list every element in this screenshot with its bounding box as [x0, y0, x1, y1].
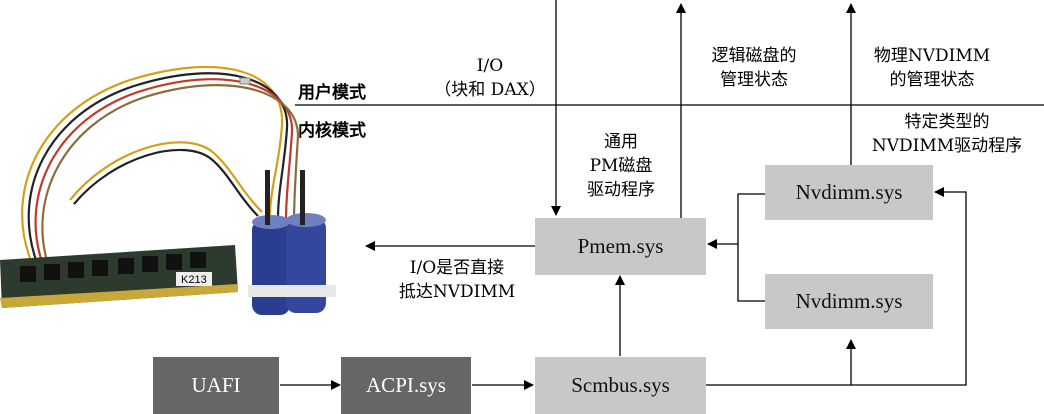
scmbus-sys-box: Scmbus.sys — [535, 357, 706, 414]
logical-disk-mgmt-label: 逻辑磁盘的管理状态 — [711, 46, 797, 90]
acpi-sys-box: ACPI.sys — [341, 357, 471, 414]
pmem-sys-box: Pmem.sys — [535, 218, 706, 275]
arrow-scmbus-to-nvdimm-top — [851, 187, 967, 386]
user-mode-label: 用户模式 — [298, 83, 366, 103]
nvdimm-hardware-illustration: K213 — [0, 65, 336, 315]
io-block-dax-label: I/O（块和 DAX） — [434, 56, 546, 100]
nvdimm-sys-top-box: Nvdimm.sys — [765, 165, 933, 220]
io-direct-label: I/O是否直接抵达NVDIMM — [398, 258, 516, 302]
kernel-mode-label: 内核模式 — [298, 121, 366, 141]
nvdimm-bracket — [737, 193, 765, 302]
nvdimm-sys-bottom-box: Nvdimm.sys — [765, 274, 933, 329]
board-label: K213 — [181, 274, 207, 286]
arrow-scmbus-to-nvdimm-bottom — [706, 339, 856, 386]
uafi-box: UAFI — [153, 357, 279, 414]
